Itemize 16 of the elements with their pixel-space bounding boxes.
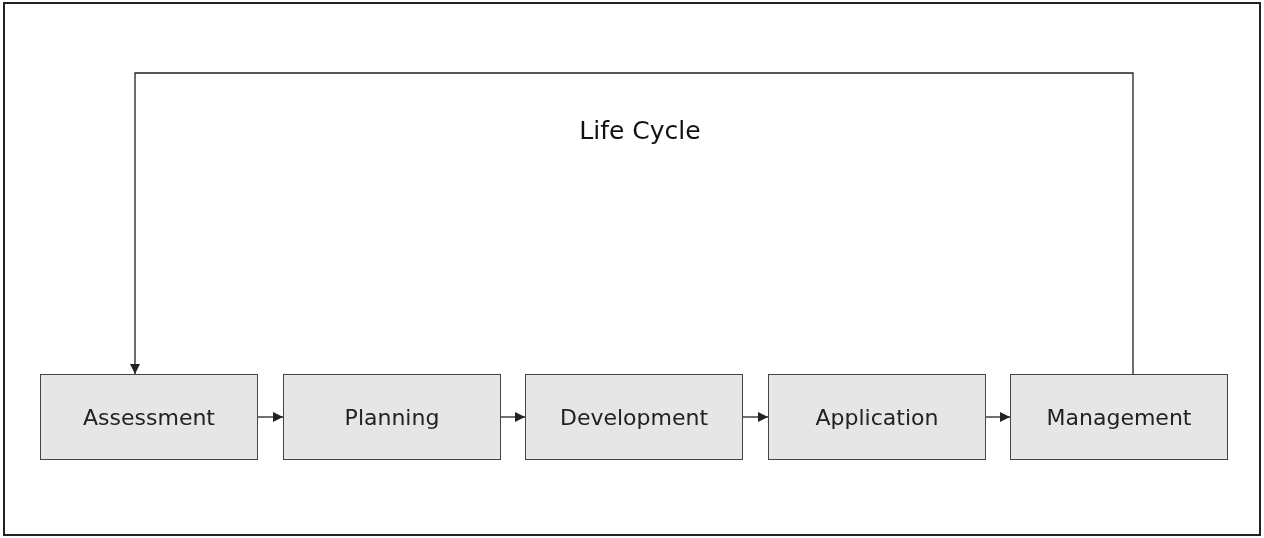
process-box [768, 374, 986, 460]
step-label: Assessment [83, 404, 215, 430]
step-label: Management [1046, 404, 1192, 430]
step-label: Planning [344, 404, 440, 430]
arrow [500, 412, 526, 422]
process-box [283, 374, 501, 460]
step-label: Application [815, 404, 939, 430]
step-label: Development [559, 404, 709, 430]
arrow [742, 412, 769, 422]
arrow [257, 412, 284, 422]
process-box [40, 374, 258, 460]
arrow [985, 412, 1011, 422]
process-box [1010, 374, 1228, 460]
arrow [130, 72, 1134, 375]
diagram-title: Life Cycle [578, 116, 702, 145]
process-box [525, 374, 743, 460]
